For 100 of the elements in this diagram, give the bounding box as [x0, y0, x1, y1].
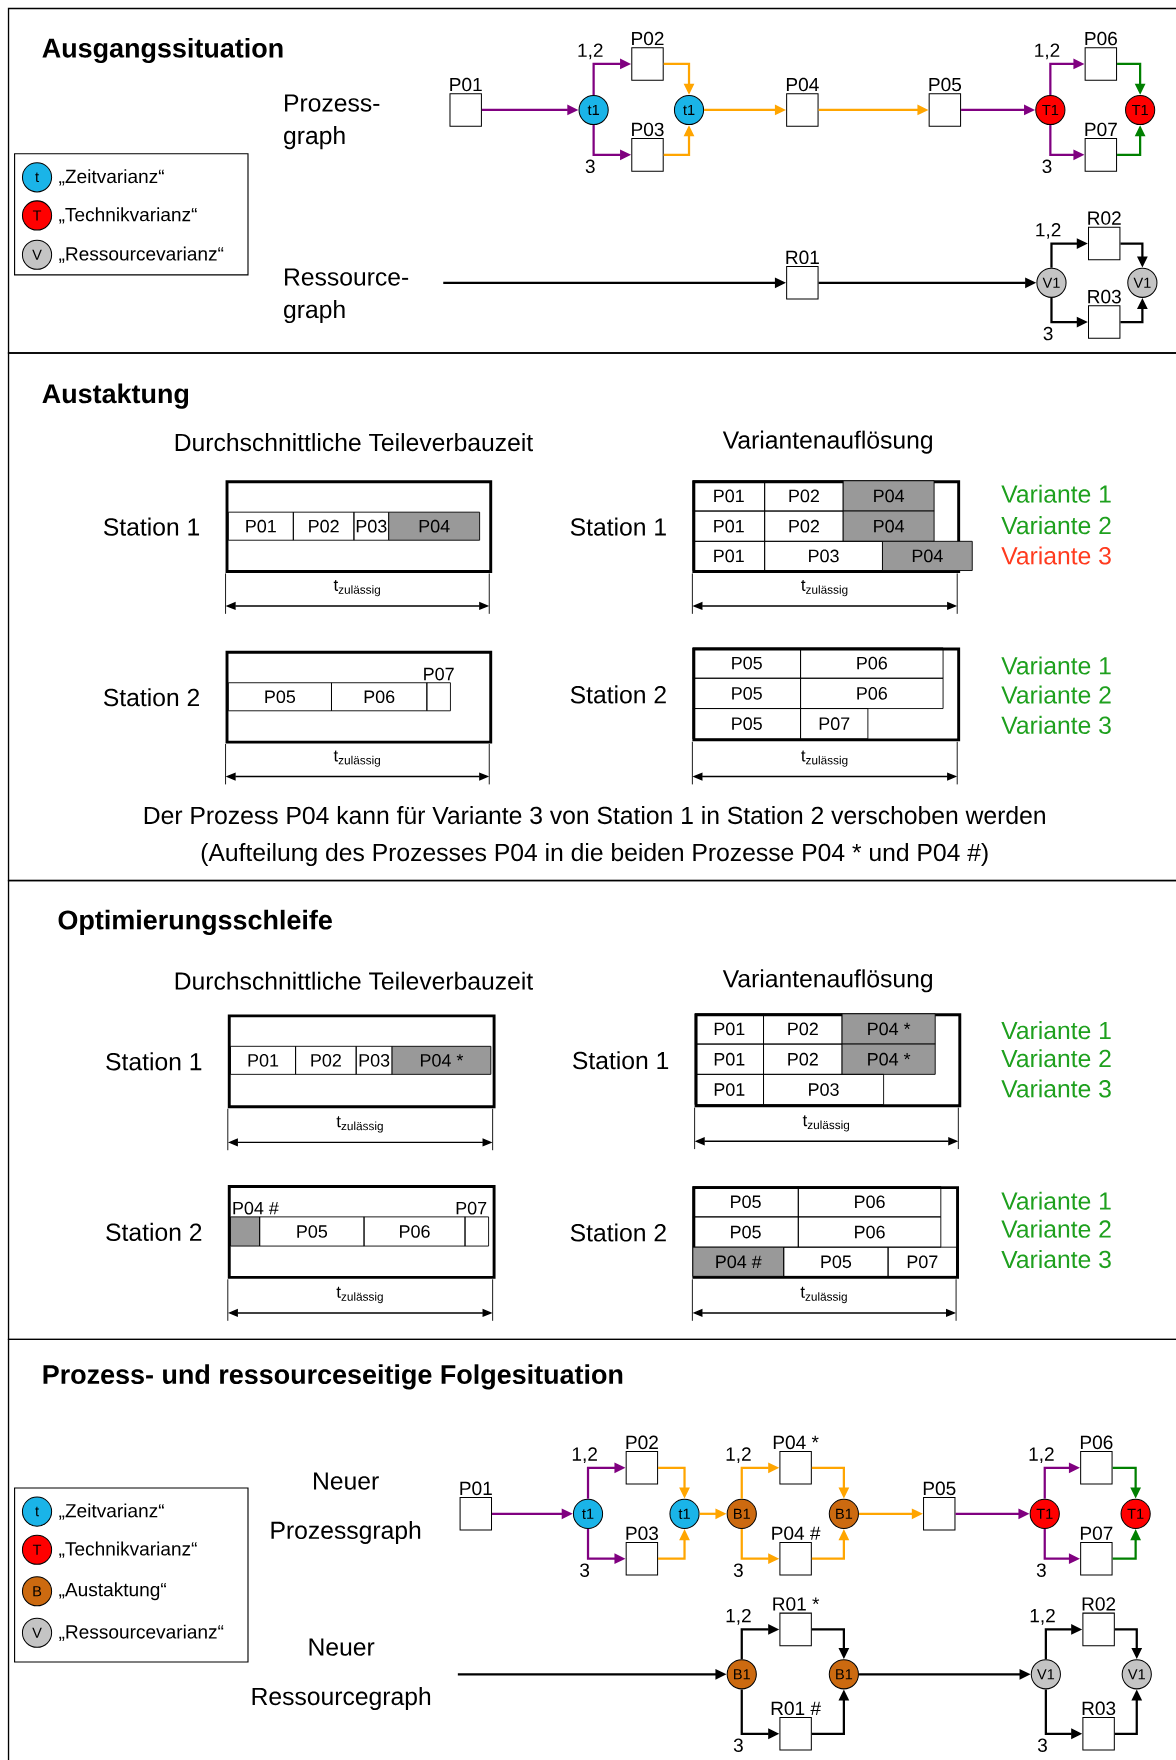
legend-label: „Ressourcevarianz“ [59, 246, 224, 263]
process-bar: P05 [783, 1246, 889, 1277]
node-label: P06 [1080, 1435, 1113, 1450]
dimension-label: t$_{zulässig}$ [800, 1286, 847, 1304]
process-bar: P04 * [841, 1043, 936, 1075]
process-bar: P05 [692, 1186, 799, 1218]
process-box: P02 [631, 31, 664, 81]
node-label: P06 [1085, 31, 1117, 46]
edge-label: 1,2 [575, 42, 605, 61]
process-box: P06 [1080, 1435, 1113, 1485]
process-bar: P06 [800, 677, 944, 709]
node-label: P04 [786, 77, 819, 92]
process-bar: P06 [797, 1186, 942, 1218]
section-heading: Ausgangssituation [42, 37, 283, 64]
process-bar: P01 [230, 1045, 297, 1075]
process-box: P06 [1084, 31, 1118, 81]
process-bar: P04 [388, 511, 481, 541]
node-label: P04 # [233, 1201, 279, 1215]
process-bar: P05 [692, 677, 801, 709]
note-text: Der Prozess P04 kann für Variante 3 von Station 1 in Station 2 verschoben werden (Aufteilung des Prozesses P04 in die beiden Prozesse P04 * und P04 #) [144, 806, 1045, 867]
process-bar: P01 [692, 480, 766, 512]
edge-label: 3 [1036, 1737, 1049, 1754]
variant-label: Variante 1 [1001, 1191, 1111, 1210]
node-label: P04 # [772, 1526, 821, 1541]
edge-label: 3 [1041, 325, 1055, 342]
process-box: R03 [1088, 289, 1121, 339]
process-bar: P04 [882, 540, 973, 571]
variant-label: Variante 3 [1001, 1250, 1111, 1269]
legend-label: „Zeitvarianz“ [59, 169, 164, 186]
column-heading: Variantenauflösung [722, 430, 932, 454]
process-bar: P07 [887, 1246, 957, 1277]
process-box: P05 [923, 1481, 956, 1531]
dimension-label: t$_{zulässig}$ [801, 579, 848, 597]
legend-label: „Zeitvarianz“ [59, 1503, 164, 1520]
process-box: P04 # [772, 1526, 821, 1576]
section-heading: Optimierungsschleife [58, 909, 332, 936]
section-heading: Austaktung [42, 383, 189, 409]
dimension-label: t$_{zulässig}$ [333, 579, 380, 597]
process-bar: P02 [292, 511, 355, 541]
node-label: R01 * [773, 1597, 820, 1611]
process-box: P04 [786, 77, 819, 127]
process-bar: P01 [694, 1043, 764, 1075]
node-label: P02 [626, 1435, 658, 1450]
process-bar: P04 * [391, 1045, 492, 1075]
process-bar: P06 [331, 682, 428, 712]
process-box: R01 * [773, 1597, 820, 1647]
legend-label: „Austaktung“ [59, 1582, 166, 1601]
process-bar: P01 [694, 1073, 764, 1106]
process-bar: P07 [800, 708, 869, 740]
process-bar: P04 * [841, 1013, 936, 1045]
variant-label: Variante 1 [1001, 484, 1111, 503]
variant-label: Variante 1 [1001, 1021, 1111, 1040]
process-box: R01 [786, 250, 819, 300]
legend-label: „Technikvarianz“ [59, 207, 197, 224]
legend-label: „Technikvarianz“ [59, 1541, 197, 1558]
variant-label: Variante 2 [1001, 516, 1111, 535]
process-bar: P04 [842, 510, 935, 542]
process-bar: P01 [694, 1013, 764, 1045]
process-box: P05 [928, 77, 962, 127]
column-heading: Durchschnittliche Teileverbauzeit [175, 433, 533, 452]
variant-label: Variante 3 [1001, 715, 1111, 734]
process-box: P03 [631, 122, 664, 172]
graph-label: Prozess- graph [284, 94, 380, 150]
process-box: R03 [1082, 1701, 1116, 1751]
process-box: P02 [625, 1435, 659, 1485]
process-bar: P06 [800, 647, 944, 679]
process-bar: P05 [692, 708, 801, 740]
node-label: P04 * [773, 1435, 819, 1450]
variant-label: Variante 2 [1001, 1219, 1111, 1238]
process-box: R02 [1088, 211, 1121, 261]
variant-label: Variante 2 [1001, 685, 1111, 704]
process-bar: P04 # [692, 1246, 785, 1277]
edge-label: 3 [578, 1562, 592, 1579]
edge-label: 1,2 [1027, 1446, 1056, 1465]
process-box: P03 [625, 1526, 659, 1576]
edge-label: 3 [1040, 158, 1054, 175]
process-bar: P01 [692, 510, 766, 542]
dimension-label: t$_{zulässig}$ [336, 1116, 383, 1133]
edge-label: 3 [583, 158, 597, 175]
node-label: R03 [1088, 289, 1121, 304]
node-label: R03 [1082, 1701, 1116, 1716]
graph-label: Neuer Ressourcegraph [252, 1638, 431, 1710]
variant-label: Variante 3 [1001, 1079, 1111, 1098]
edge-label: 1,2 [570, 1446, 600, 1465]
edge-label: 1,2 [1028, 1607, 1057, 1626]
graph-label: Ressource- graph [284, 268, 409, 324]
graph-label: Neuer Prozessgraph [271, 1472, 421, 1544]
process-bar: P01 [227, 511, 294, 541]
node-label: R01 [786, 250, 819, 265]
process-bar: P05 [227, 682, 332, 712]
column-heading: Variantenauflösung [722, 969, 932, 993]
edge-label: 1,2 [724, 1446, 753, 1465]
edge-label: 3 [1034, 1562, 1048, 1579]
node-label: P03 [632, 122, 664, 137]
node-label: R01 # [771, 1701, 821, 1716]
process-box: R02 [1082, 1597, 1116, 1647]
node-label: P07 [456, 1201, 487, 1215]
edge-label: 1,2 [1033, 221, 1063, 240]
section-heading: Prozess- und ressourceseitige Folgesituation [43, 1364, 623, 1390]
process-bar: P05 [692, 647, 801, 679]
